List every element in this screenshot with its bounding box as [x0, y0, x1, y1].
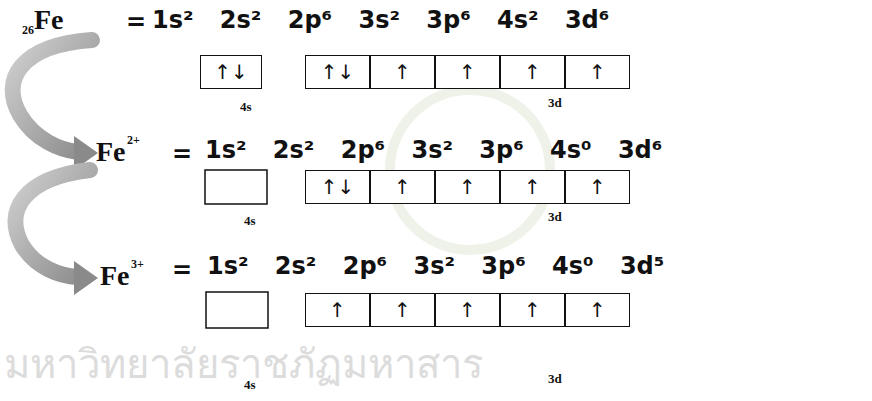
electron-configuration: 1s² 2s² 2p⁶ 3s² 3p⁶ 4s² 3d⁶: [152, 8, 609, 32]
electron-arrows: ↑↓: [321, 62, 355, 82]
orbital-box: ↑: [565, 293, 630, 327]
equals-sign: =: [126, 10, 146, 34]
subshell-label: 3d: [548, 372, 562, 385]
curved-arrow: [15, 170, 90, 277]
electron-arrows: ↑: [329, 300, 346, 320]
element-symbol: Fe: [34, 6, 64, 34]
electron-arrows: ↑↓: [321, 177, 355, 197]
electron-arrows: ↑: [589, 177, 606, 197]
orbital-box: ↑: [305, 293, 370, 327]
orbital-box: ↑: [435, 293, 500, 327]
ion-charge: 2+: [127, 134, 140, 146]
subshell-label: 4s: [244, 378, 256, 391]
electron-arrows: ↑: [589, 62, 606, 82]
electron-arrows: ↑: [589, 300, 606, 320]
orbital-box: ↑: [500, 170, 565, 204]
electron-arrows: ↑↓: [214, 62, 248, 82]
electron-arrows: ↑: [394, 177, 411, 197]
subshell-label: 3d: [548, 96, 562, 109]
orbital-box: ↑: [370, 170, 435, 204]
orbital-box: ↑: [435, 170, 500, 204]
atomic-number: 26: [22, 24, 34, 36]
electron-arrows: ↑: [459, 62, 476, 82]
arrow-head: [74, 261, 98, 295]
electron-configuration: 1s² 2s² 2p⁶ 3s² 3p⁶ 4s⁰ 3d⁵: [207, 254, 664, 278]
electron-arrows: ↑: [524, 62, 541, 82]
electron-arrows: ↑: [394, 300, 411, 320]
orbital-box: ↑↓: [200, 55, 262, 89]
orbital-box: ↑: [500, 293, 565, 327]
empty-orbital-box: [206, 292, 268, 328]
ion-symbol: Fe: [96, 138, 126, 166]
subshell-label: 4s: [240, 100, 252, 113]
orbital-box: ↑: [370, 293, 435, 327]
electron-arrows: ↑: [459, 300, 476, 320]
orbital-box: ↑: [565, 170, 630, 204]
orbital-box: ↑: [500, 55, 565, 89]
orbital-box: ↑↓: [305, 170, 370, 204]
orbital-box: ↑: [435, 55, 500, 89]
equals-sign: =: [172, 142, 192, 166]
watermark: มหาวิทยาลัยราชภัฏมหาสาร: [4, 344, 483, 384]
electron-arrows: ↑: [394, 62, 411, 82]
electron-configuration: 1s² 2s² 2p⁶ 3s² 3p⁶ 4s⁰ 3d⁶: [205, 138, 662, 162]
orbital-box: ↑↓: [305, 55, 370, 89]
orbital-box: ↑: [370, 55, 435, 89]
subshell-label: 3d: [548, 210, 562, 223]
empty-orbital-box: [205, 170, 267, 204]
electron-arrows: ↑: [459, 177, 476, 197]
curved-arrow: [13, 40, 92, 152]
ion-charge: 3+: [131, 258, 144, 270]
equals-sign: =: [172, 258, 192, 282]
electron-arrows: ↑: [524, 300, 541, 320]
ion-symbol: Fe: [100, 262, 130, 290]
orbital-box: ↑: [565, 55, 630, 89]
electron-arrows: ↑: [524, 177, 541, 197]
subshell-label: 4s: [244, 214, 256, 227]
